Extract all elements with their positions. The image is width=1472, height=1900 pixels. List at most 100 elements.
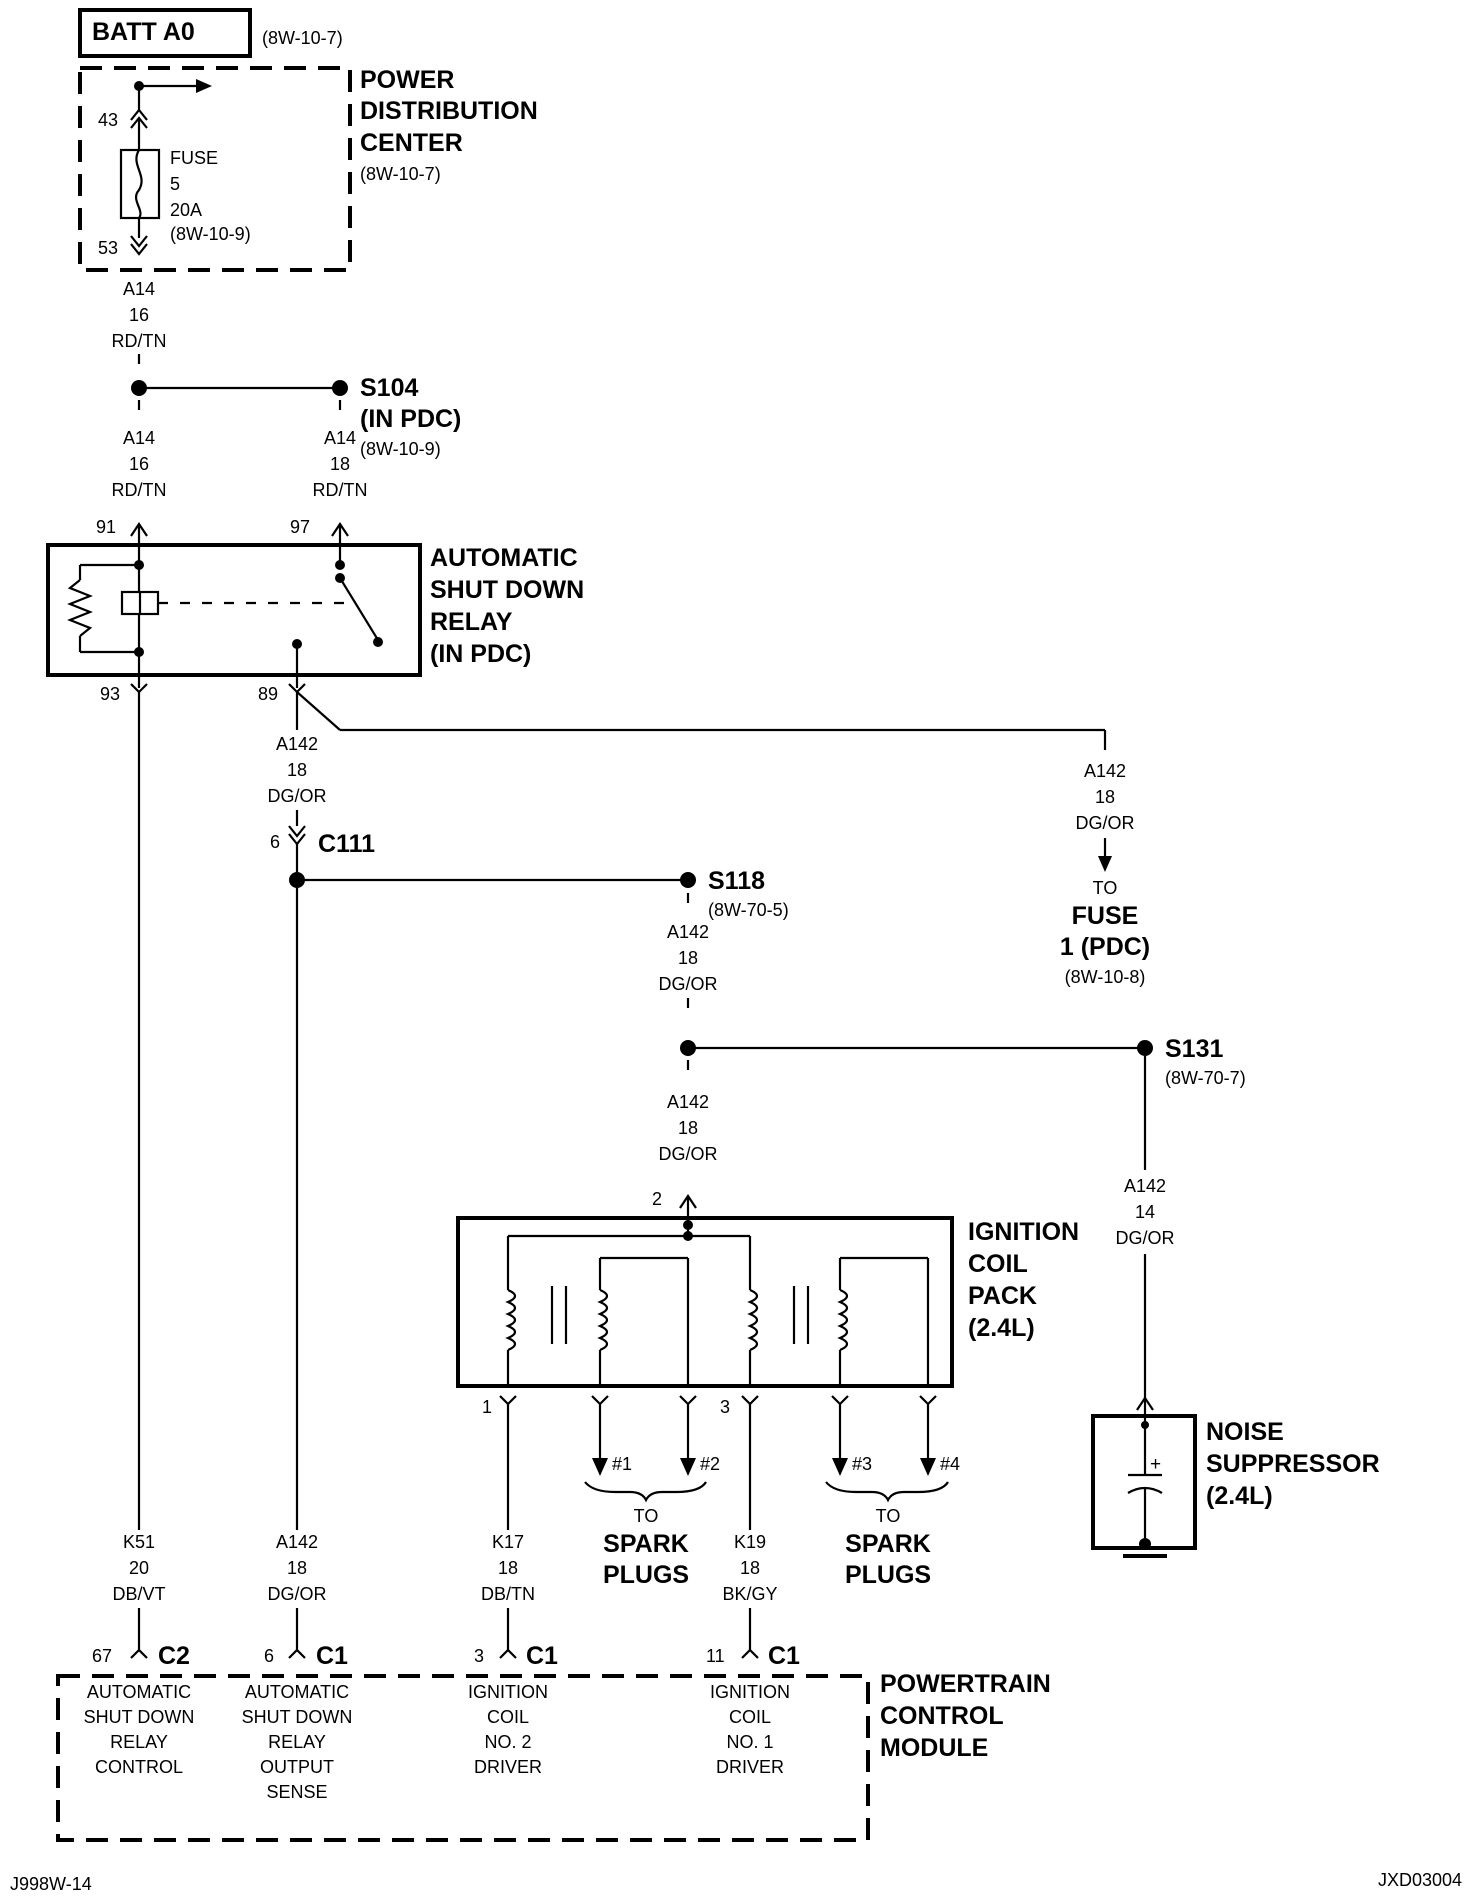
- pdc-pin-53: 53: [98, 238, 118, 258]
- footer-left: J998W-14: [10, 1874, 92, 1894]
- noise-title-2: SUPPRESSOR: [1206, 1450, 1380, 1478]
- s118-name: S118: [708, 867, 765, 895]
- pin-desc-4: OUTPUT: [260, 1757, 334, 1777]
- spark-group-2-to: TO: [876, 1506, 901, 1526]
- spark-group-1-to: TO: [634, 1506, 659, 1526]
- wire-color: BK/GY: [722, 1584, 777, 1604]
- noise-title-3: (2.4L): [1206, 1482, 1273, 1510]
- battery-label: BATT A0: [92, 18, 195, 46]
- ignition-coil-pack: 2 1 3: [456, 1189, 1079, 1417]
- wire-a14-to-91: A14 16 RD/TN: [112, 428, 167, 500]
- wire-circuit: A14: [123, 428, 155, 448]
- wire-k19: K19 18 BK/GY: [722, 1404, 778, 1650]
- pin-number: 67: [92, 1646, 112, 1666]
- fuse1-line-1: FUSE: [1072, 902, 1139, 930]
- wire-gauge: 18: [678, 1118, 698, 1138]
- splice-s131: S131 (8W-70-7) A142 18 DG/OR A142 14 DG/…: [658, 1035, 1246, 1400]
- spark-group-2-line-2: PLUGS: [845, 1561, 931, 1589]
- pin-desc-2: COIL: [487, 1707, 529, 1727]
- spark-group-2-line-1: SPARK: [845, 1530, 931, 1558]
- s104-ref: (8W-10-9): [360, 439, 441, 459]
- wire-color: DB/VT: [112, 1584, 165, 1604]
- wire-gauge: 18: [287, 760, 307, 780]
- wire-circuit: K19: [734, 1532, 766, 1552]
- pdc-title-1: POWER: [360, 66, 454, 94]
- connector-name: C1: [526, 1642, 558, 1670]
- relay-resistor-symbol: [67, 579, 93, 637]
- wire-gauge: 18: [1095, 787, 1115, 807]
- c111-pin: 6: [270, 832, 280, 852]
- fuse1-line-2: 1 (PDC): [1060, 933, 1150, 961]
- powertrain-control-module: 67 C2 AUTOMATIC SHUT DOWN RELAY CONTROL …: [56, 1642, 1051, 1842]
- footer-right: JXD03004: [1378, 1870, 1462, 1890]
- connector-name: C1: [316, 1642, 348, 1670]
- pin-number: 11: [706, 1646, 725, 1666]
- spark-plug-4-label: #4: [940, 1454, 960, 1474]
- wire-color: RD/TN: [313, 480, 368, 500]
- wire-circuit: A14: [123, 279, 155, 299]
- pin-desc-2: SHUT DOWN: [84, 1707, 195, 1727]
- wire-a142-to-fuse-1: A142 18 DG/OR TO FUSE 1 (PDC) (8W-10-8): [296, 691, 1150, 987]
- wire-a14-pdc-out: A14 16 RD/TN: [112, 279, 167, 372]
- primary-coil-1-symbol: [505, 1288, 517, 1352]
- spark-group-1-line-1: SPARK: [603, 1530, 689, 1558]
- wire-a142-to-c111: A142 18 DG/OR 6 C111: [267, 692, 375, 880]
- wire-gauge: 20: [129, 1558, 149, 1578]
- pin-desc-1: AUTOMATIC: [87, 1682, 191, 1702]
- pin-desc-4: DRIVER: [716, 1757, 784, 1777]
- pdc-ref: (8W-10-7): [360, 164, 441, 184]
- wire-gauge: 18: [498, 1558, 518, 1578]
- wire-k17: K17 18 DB/TN: [481, 1404, 535, 1650]
- coil-title-2: COIL: [968, 1250, 1028, 1278]
- primary-coil-2-symbol: [747, 1288, 759, 1352]
- pin-desc-1: IGNITION: [710, 1682, 790, 1702]
- wire-color: DG/OR: [267, 1584, 326, 1604]
- wire-gauge: 18: [740, 1558, 760, 1578]
- s131-ref: (8W-70-7): [1165, 1068, 1246, 1088]
- pcm-title-1: POWERTRAIN: [880, 1670, 1051, 1698]
- coil-pin-3: 3: [720, 1397, 730, 1417]
- pdc-title-3: CENTER: [360, 129, 463, 157]
- relay-title-1: AUTOMATIC: [430, 544, 578, 572]
- pcm-pin-67-c2: 67 C2 AUTOMATIC SHUT DOWN RELAY CONTROL: [84, 1642, 195, 1777]
- pin-desc-4: CONTROL: [95, 1757, 183, 1777]
- spark-plugs-group-1: #1 #2 TO SPARK PLUGS: [584, 1404, 720, 1589]
- arrow-down-icon: [920, 1458, 936, 1476]
- coil-title-1: IGNITION: [968, 1218, 1079, 1246]
- wire-color: DG/OR: [658, 974, 717, 994]
- coil-pin-1: 1: [482, 1397, 492, 1417]
- s131-name: S131: [1165, 1035, 1223, 1063]
- s104-sub: (IN PDC): [360, 405, 461, 433]
- wire-circuit: K51: [123, 1532, 155, 1552]
- plus-icon: +: [1150, 1454, 1161, 1475]
- pin-desc-3: RELAY: [268, 1732, 326, 1752]
- pcm-pin-6-c1: 6 C1 AUTOMATIC SHUT DOWN RELAY OUTPUT SE…: [242, 1642, 353, 1802]
- c111-name: C111: [318, 830, 375, 858]
- fuse-label: FUSE: [170, 148, 218, 168]
- pcm-pin-3-c1: 3 C1 IGNITION COIL NO. 2 DRIVER: [468, 1642, 558, 1777]
- wire-k51: K51 20 DB/VT: [112, 692, 166, 1650]
- relay-pin-97: 97: [290, 517, 310, 537]
- wire-circuit: A14: [324, 428, 356, 448]
- wire-color: DB/TN: [481, 1584, 535, 1604]
- relay-pin-93: 93: [100, 684, 120, 704]
- pin-number: 6: [264, 1646, 274, 1666]
- arrow-down-icon: [680, 1458, 696, 1476]
- relay-pin-89: 89: [258, 684, 278, 704]
- wire-color: DG/OR: [658, 1144, 717, 1164]
- wire-gauge: 14: [1135, 1202, 1155, 1222]
- fuse1-to: TO: [1093, 878, 1118, 898]
- fuse1-ref: (8W-10-8): [1065, 967, 1146, 987]
- s118-ref: (8W-70-5): [708, 900, 789, 920]
- secondary-coil-2-symbol: [837, 1288, 849, 1352]
- pin-desc-4: DRIVER: [474, 1757, 542, 1777]
- wire-gauge: 18: [678, 948, 698, 968]
- wire-a14-to-97: A14 18 RD/TN: [313, 428, 368, 500]
- wire-color: RD/TN: [112, 480, 167, 500]
- pin-desc-2: SHUT DOWN: [242, 1707, 353, 1727]
- pcm-title-2: CONTROL: [880, 1702, 1004, 1730]
- power-distribution-center: POWER DISTRIBUTION CENTER (8W-10-7) 43 F…: [78, 66, 538, 272]
- spark-plug-3-label: #3: [852, 1454, 872, 1474]
- wire-gauge: 16: [129, 454, 149, 474]
